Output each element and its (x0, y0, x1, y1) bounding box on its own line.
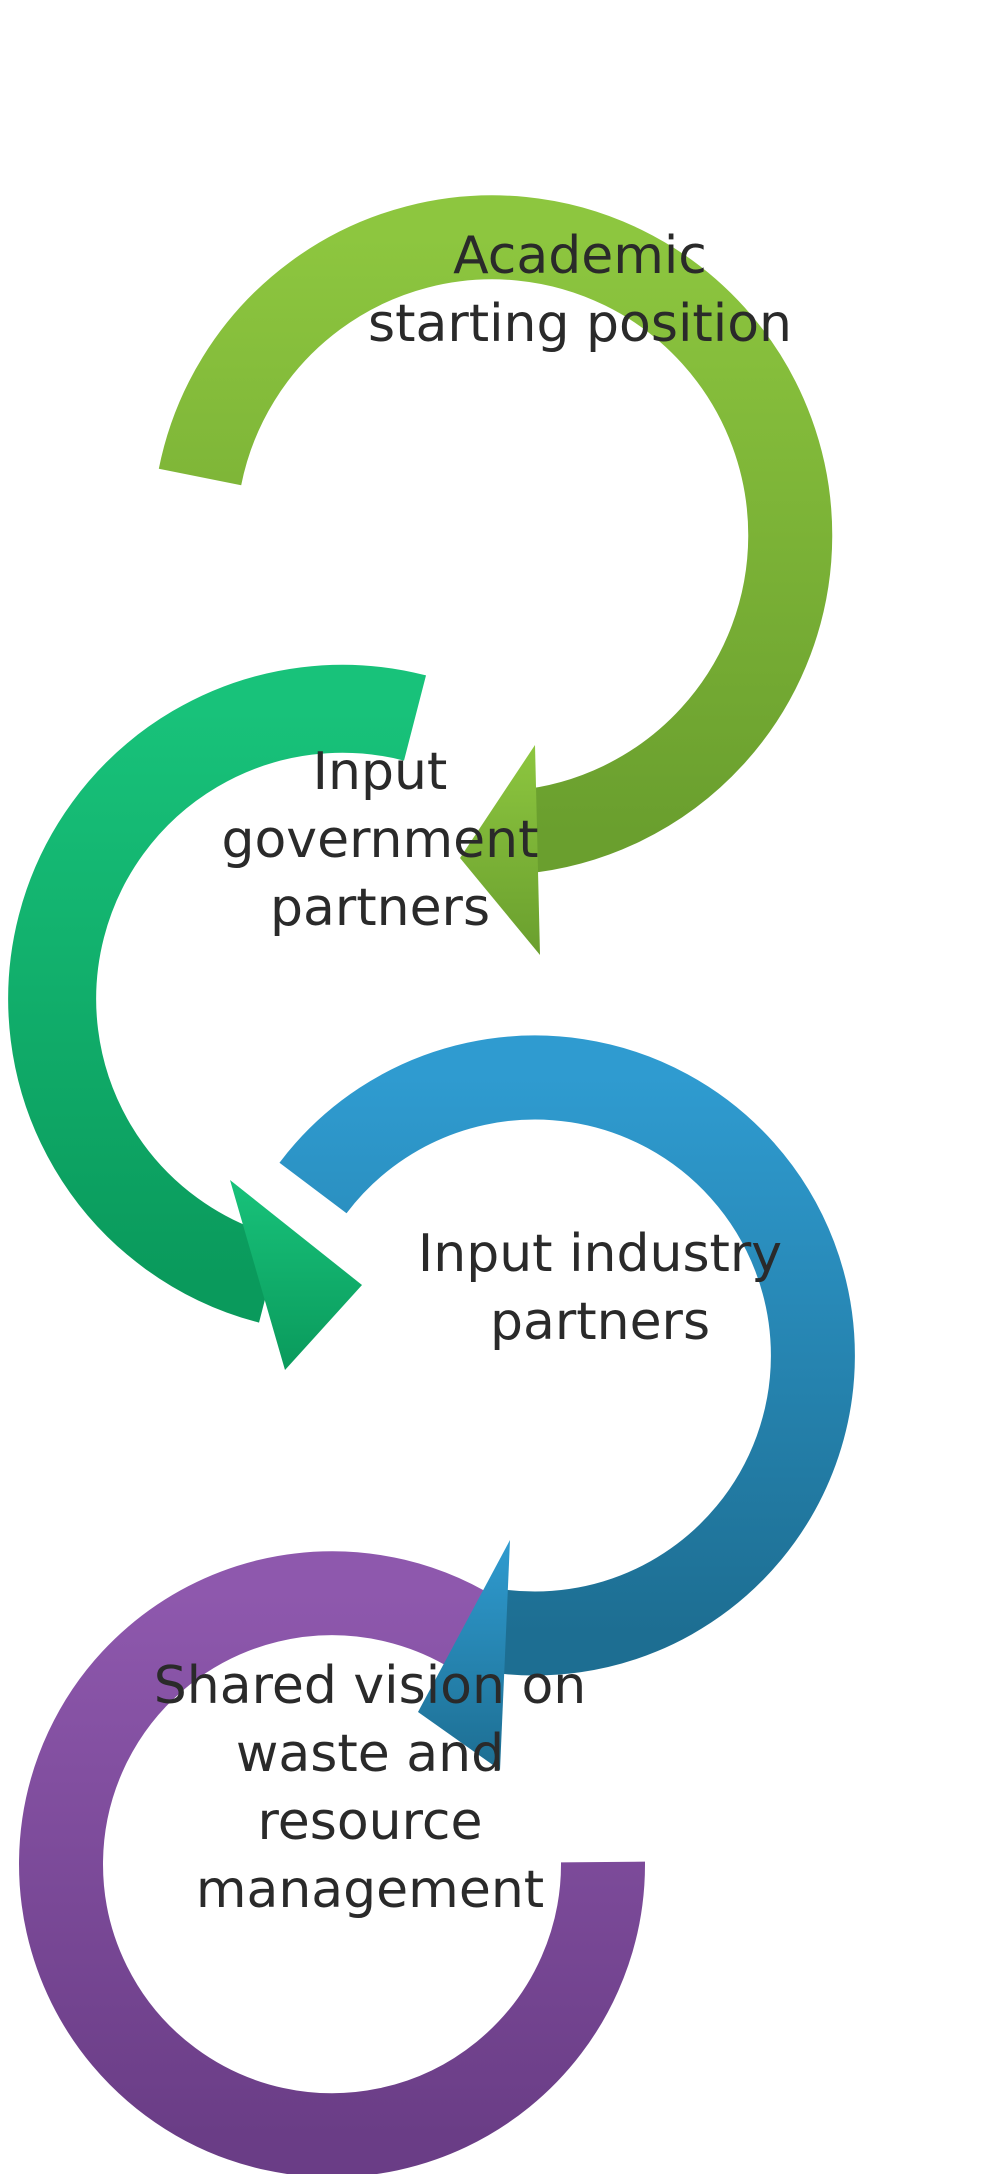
stage-label-government: Input government partners (160, 738, 600, 942)
ring-industry-arrowhead (418, 1540, 510, 1770)
stage-label-line: waste and (235, 1724, 505, 1784)
stage-label-academic: Academic starting position (300, 222, 860, 358)
stage-label-line: partners (269, 878, 491, 938)
ring-industry (279, 1035, 855, 1770)
stage-label-shared-vision: Shared vision on waste and resource mana… (80, 1652, 660, 1924)
ring-academic-arrowhead (460, 745, 540, 955)
stage-label-line: resource (257, 1792, 483, 1852)
stage-label-line: Input (312, 742, 448, 802)
stage-label-line: Input industry (417, 1224, 783, 1284)
stage-label-line: partners (489, 1292, 711, 1352)
ring-government-arrowhead (230, 1180, 362, 1370)
stage-label-line: starting position (367, 294, 793, 354)
stage-label-line: management (195, 1860, 545, 1920)
ring-government-arc (8, 664, 426, 1323)
ring-academic (158, 195, 833, 955)
stage-label-line: Shared vision on (153, 1656, 587, 1716)
stage-label-industry: Input industry partners (330, 1220, 870, 1356)
ring-industry-arc (279, 1035, 855, 1676)
ring-shared-vision-arc (19, 1551, 646, 2174)
ring-shared-vision (19, 1551, 646, 2174)
ring-government (8, 664, 426, 1370)
stage-label-line: Academic (453, 226, 707, 286)
stage-label-line: government (221, 810, 539, 870)
ring-academic-arc (158, 195, 833, 874)
